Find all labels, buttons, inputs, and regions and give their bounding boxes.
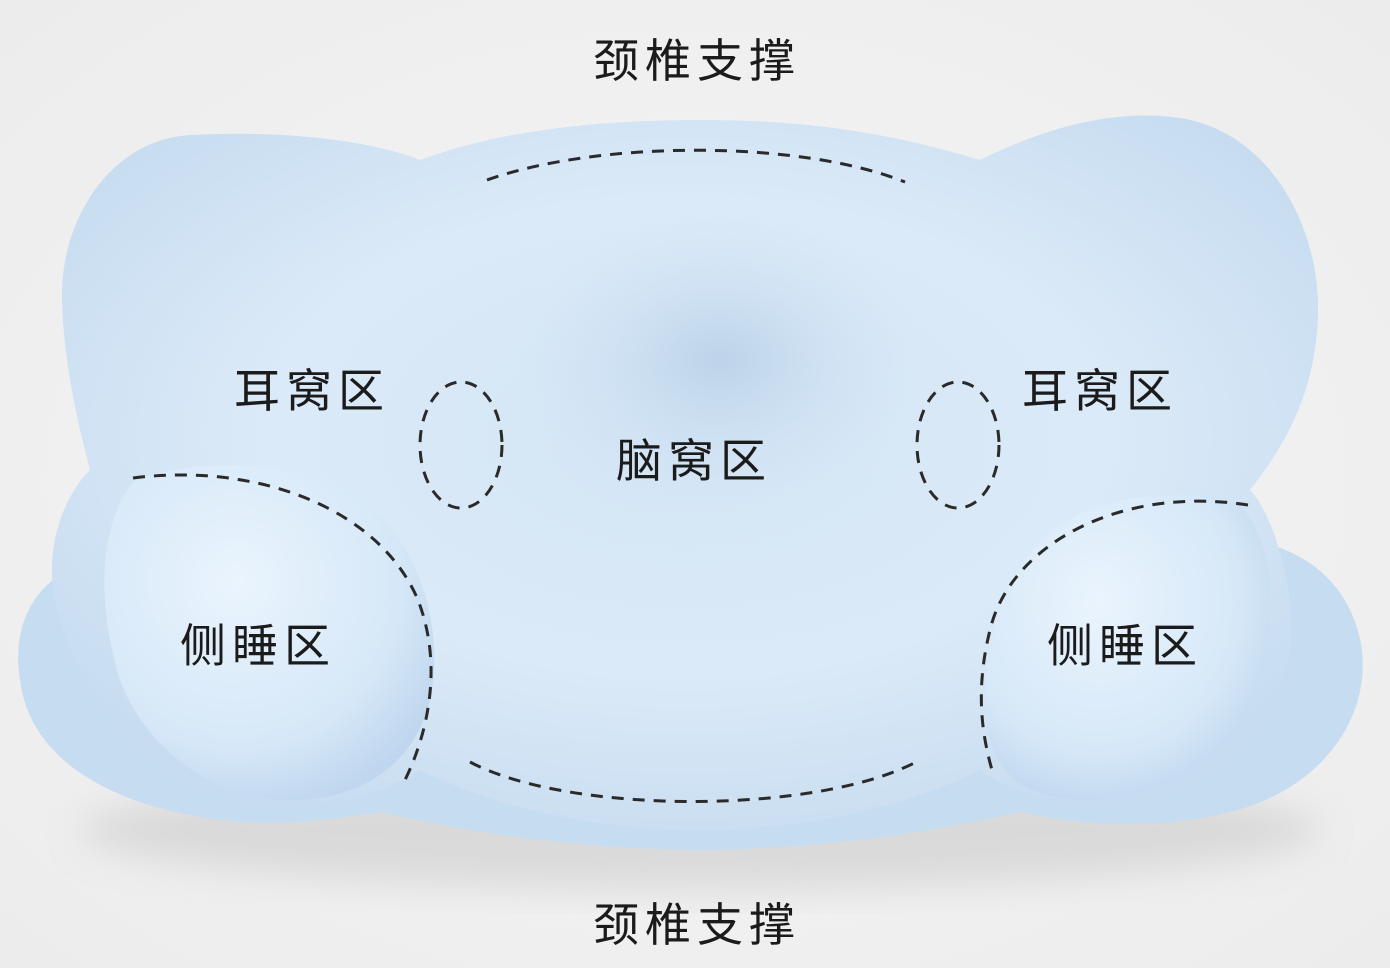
neck-support-bottom-outline [469, 758, 921, 803]
neck-support-top-label: 颈椎支撑 [593, 34, 801, 88]
side-lobe-right [985, 495, 1271, 801]
head-hollow-shade [500, 200, 940, 520]
side-sleep-right-label: 侧睡区 [1047, 619, 1203, 673]
ear-zone-left-outline [418, 380, 504, 510]
side-sleep-right-outline [979, 499, 1249, 771]
side-lobe-left [104, 465, 435, 801]
side-sleep-left-label: 侧睡区 [180, 619, 336, 673]
head-zone-label: 脑窝区 [616, 434, 772, 488]
ear-zone-right-label: 耳窝区 [1022, 364, 1178, 418]
ear-zone-right-outline [915, 380, 1001, 510]
zone-outlines [132, 148, 1249, 803]
ear-zone-left-label: 耳窝区 [234, 364, 390, 418]
neck-support-bottom-label: 颈椎支撑 [593, 898, 801, 952]
neck-support-top-outline [486, 148, 906, 184]
